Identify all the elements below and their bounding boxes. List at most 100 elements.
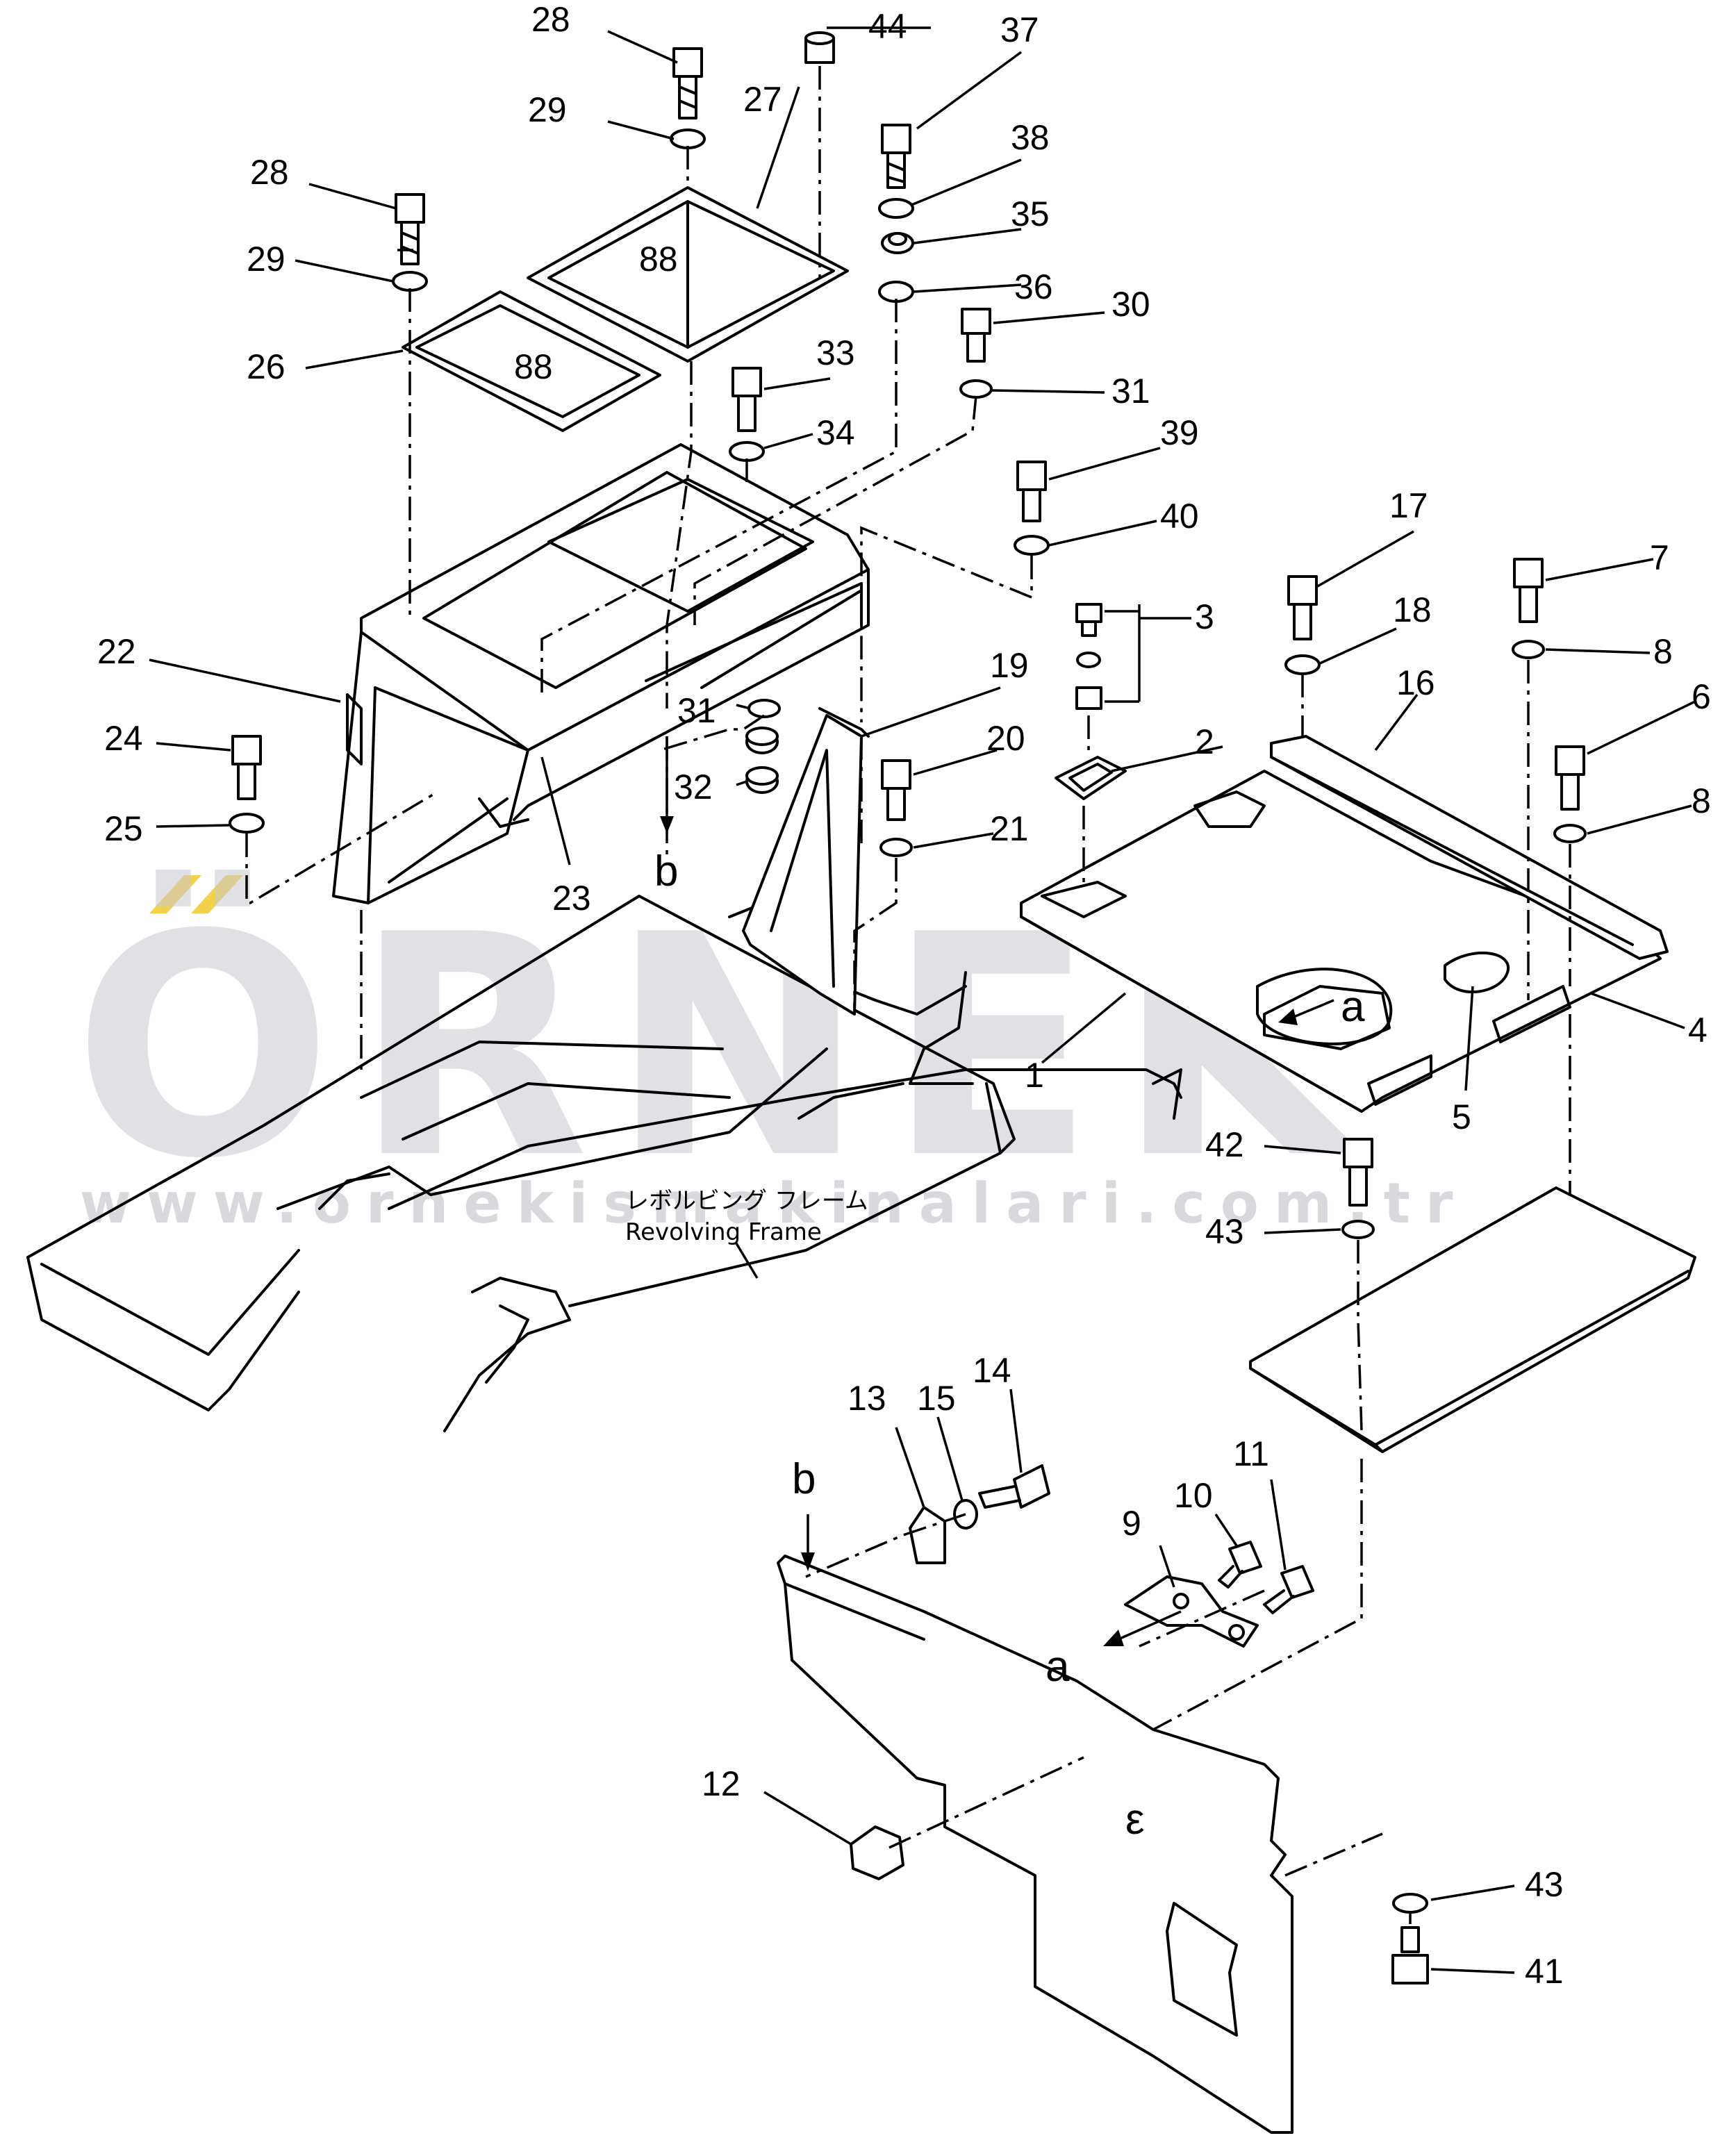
callout-36: 36 — [1014, 267, 1053, 306]
callout-33: 33 — [816, 333, 855, 372]
lower-plate — [1249, 1186, 1696, 1453]
small-parts — [229, 31, 1587, 1984]
watermark-accent-right — [191, 875, 243, 913]
washer-18 — [1284, 654, 1321, 675]
watermark-url: www.ornekismakinalari.com.tr — [80, 1171, 1468, 1236]
revolving-frame-label-en: Revolving Frame — [625, 1218, 822, 1246]
callout-17: 17 — [1389, 486, 1428, 525]
reference-a-lower: a — [1045, 1643, 1070, 1691]
bracket-9 — [1124, 1575, 1259, 1648]
bolt-42 — [1343, 1138, 1373, 1207]
washer-40 — [1014, 535, 1050, 556]
washer-25 — [229, 813, 265, 834]
bolt-6 — [1555, 745, 1585, 811]
arrow-a-lower-shaft — [1118, 1610, 1182, 1641]
callout-42: 42 — [1205, 1125, 1244, 1164]
nut-12 — [850, 1825, 904, 1880]
arrow-a-upper-shaft — [1291, 999, 1334, 1019]
callout-26: 26 — [247, 347, 286, 386]
callout-10: 10 — [1174, 1476, 1213, 1515]
callout-22: 22 — [97, 632, 136, 671]
cover-26: 88 — [402, 290, 661, 432]
callout-19: 19 — [990, 646, 1029, 685]
callout-18: 18 — [1393, 590, 1432, 629]
callout-40: 40 — [1160, 497, 1199, 536]
floor-plate-1 — [1020, 770, 1662, 1113]
screw-set-3 — [1075, 603, 1102, 710]
callout-21: 21 — [990, 809, 1029, 848]
callout-8-upper: 8 — [1653, 632, 1673, 671]
washer-8-upper — [1512, 640, 1545, 659]
callout-15: 15 — [917, 1379, 956, 1418]
reference-b-top: b — [654, 847, 678, 895]
callout-30: 30 — [1111, 285, 1150, 324]
watermark-accent-left — [149, 875, 201, 913]
bolt-7 — [1513, 558, 1544, 623]
callout-8-lower: 8 — [1692, 781, 1711, 820]
bolt-30 — [961, 308, 991, 363]
callout-12: 12 — [702, 1764, 741, 1803]
callout-6: 6 — [1692, 677, 1711, 716]
arrow-a-upper-head — [1278, 1009, 1298, 1025]
revolving-frame-leader — [735, 1243, 759, 1279]
grommet-2 — [1055, 756, 1127, 800]
callout-14: 14 — [973, 1351, 1011, 1390]
callout-13: 13 — [848, 1379, 886, 1418]
washer-43-upper — [1341, 1220, 1375, 1239]
bolt-33 — [731, 367, 762, 432]
callout-24: 24 — [104, 719, 143, 758]
bolt-28-left — [395, 193, 425, 265]
washer-31-right — [959, 379, 993, 399]
plate-16 — [1270, 735, 1669, 960]
cover-26-marking: 88 — [514, 347, 553, 386]
washer-21 — [879, 838, 913, 857]
washer-34 — [729, 441, 765, 462]
callout-37: 37 — [1000, 10, 1039, 49]
bolt-24 — [231, 735, 262, 800]
washer-29-top — [670, 129, 706, 149]
callout-16: 16 — [1396, 663, 1435, 702]
callout-43-upper: 43 — [1205, 1212, 1244, 1251]
arrow-b-bottom-head — [801, 1552, 815, 1571]
callout-35: 35 — [1011, 194, 1050, 233]
callout-28-top: 28 — [531, 0, 570, 39]
nut-32-upper — [745, 727, 779, 754]
callout-3: 3 — [1195, 597, 1214, 636]
callout-1: 1 — [1025, 1056, 1044, 1095]
callout-31-right: 31 — [1111, 372, 1150, 411]
assembly-lines — [245, 66, 1571, 1924]
callout-29-top: 29 — [528, 90, 567, 129]
bolt-37 — [881, 124, 911, 189]
cover-27-marking: 88 — [639, 240, 678, 279]
callout-29-left: 29 — [247, 240, 286, 279]
revolving-frame: レボルビング フレーム Revolving Frame — [26, 888, 1182, 1432]
washer-31-left — [747, 699, 781, 718]
callout-5: 5 — [1452, 1097, 1471, 1136]
callout-11: 11 — [1233, 1434, 1269, 1473]
nut-32-lower — [745, 766, 779, 794]
callout-38: 38 — [1011, 118, 1050, 157]
leader-lines — [149, 26, 1696, 1974]
reference-epsilon: ε — [1125, 1796, 1145, 1843]
bolt-28-top — [672, 47, 703, 119]
arrow-b-top-head — [660, 816, 674, 834]
cover-27: 88 — [527, 186, 849, 363]
callout-31-left: 31 — [677, 691, 716, 730]
callout-9: 9 — [1122, 1504, 1141, 1543]
callout-4: 4 — [1688, 1011, 1708, 1050]
callout-28-left: 28 — [250, 153, 289, 192]
callout-43-lower: 43 — [1525, 1865, 1564, 1904]
bolt-20 — [881, 759, 911, 821]
callout-44: 44 — [868, 7, 907, 46]
bolt-10 — [1218, 1541, 1262, 1589]
bolt-11 — [1263, 1565, 1314, 1614]
callout-41: 41 — [1525, 1952, 1564, 1991]
bolt-17 — [1287, 575, 1318, 640]
reference-arrows: b b a a — [654, 736, 1365, 1691]
grommet-35 — [881, 232, 914, 254]
callout-39: 39 — [1160, 413, 1199, 452]
bolt-14 — [978, 1464, 1050, 1509]
callout-25: 25 — [104, 809, 143, 848]
revolving-frame-label-jp: レボルビング フレーム — [625, 1187, 868, 1215]
